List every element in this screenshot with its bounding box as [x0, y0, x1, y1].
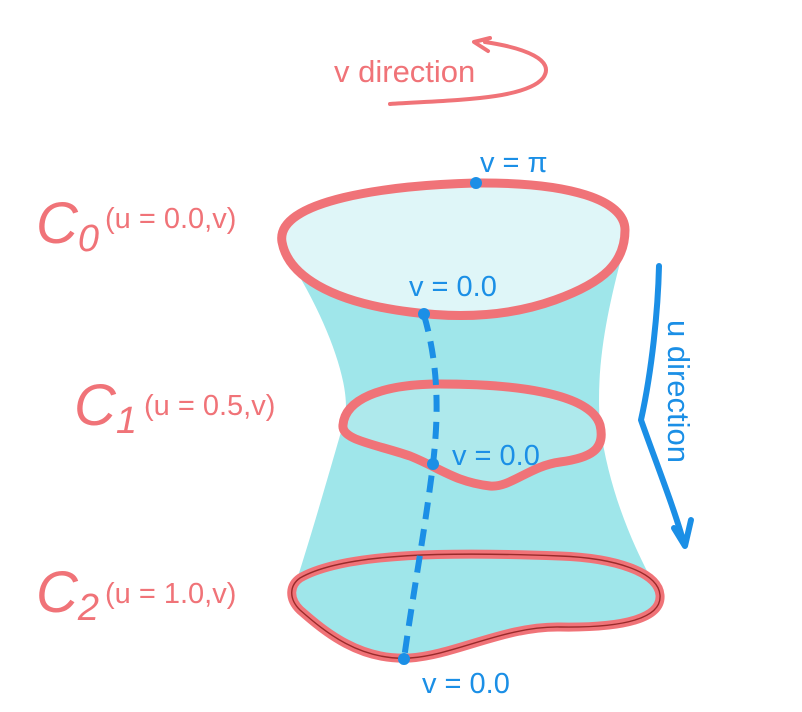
v-zero-mid-label: v = 0.0: [452, 440, 540, 472]
svg-text:C2: C2: [36, 560, 99, 629]
curve-c0-param: (u = 0.0,v): [105, 203, 236, 235]
u-direction-arrow: [638, 263, 687, 547]
curve-c0-name: C: [36, 191, 79, 256]
point-v0-top: [418, 308, 430, 320]
curve-c2-param: (u = 1.0,v): [105, 578, 236, 610]
curve-label-c0: C0 (u = 0.0,v): [36, 191, 236, 260]
point-v-pi: [470, 177, 482, 189]
v-zero-bottom-label: v = 0.0: [422, 668, 510, 700]
curve-c2-name: C: [36, 560, 79, 625]
curve-c0-sub: 0: [78, 218, 99, 260]
v-zero-top-label: v = 0.0: [409, 271, 497, 303]
curve-c1-param: (u = 0.5,v): [144, 390, 275, 422]
curve-c2-sub: 2: [77, 587, 99, 629]
curve-c2-outline: [291, 553, 661, 659]
curve-c0-ring: [277, 178, 630, 321]
curve-c1-name: C: [74, 373, 117, 438]
point-v0-mid: [427, 458, 439, 470]
point-v0-bottom: [398, 653, 410, 665]
u-direction-arrowhead: [671, 517, 694, 549]
v-direction-label: v direction: [334, 54, 475, 89]
v-direction-arrow: [388, 40, 548, 106]
svg-text:C0: C0: [36, 191, 99, 260]
v-pi-label: v = π: [480, 147, 548, 179]
curve-label-c2: C2 (u = 1.0,v): [36, 560, 236, 629]
curve-c1-sub: 1: [116, 400, 137, 442]
svg-text:C1: C1: [74, 373, 137, 442]
u-direction-label: u direction: [661, 320, 696, 463]
v-direction-arrowhead: [472, 36, 492, 53]
curve-label-c1: C1 (u = 0.5,v): [74, 373, 275, 442]
